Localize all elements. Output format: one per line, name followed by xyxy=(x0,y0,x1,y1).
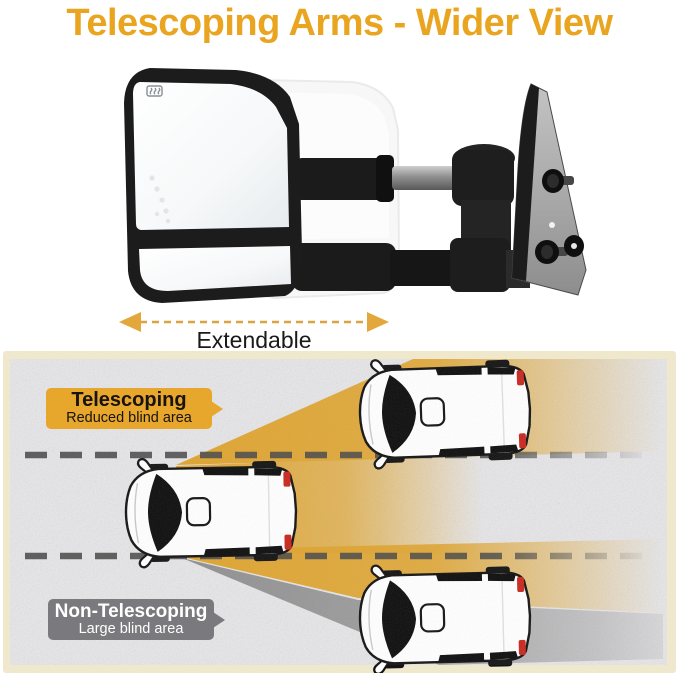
upper-arm-collar xyxy=(376,155,394,202)
non-telescoping-badge-label: Non-Telescoping xyxy=(54,601,208,622)
extendable-label: Extendable xyxy=(196,327,312,353)
upper-arm-rod xyxy=(392,166,468,190)
arrowhead-left xyxy=(119,312,141,332)
tow-mirror-illustration xyxy=(119,68,587,332)
badge-pointer xyxy=(213,612,225,628)
lower-arm-rod xyxy=(390,250,468,286)
telescoping-arms xyxy=(292,144,530,292)
main-mirror-glass xyxy=(133,82,289,230)
adjustment-knobs xyxy=(535,169,584,264)
telescoping-badge-label: Telescoping xyxy=(71,389,187,411)
mirror-head xyxy=(124,68,303,303)
page-title: Telescoping Arms - Wider View xyxy=(66,2,613,44)
heated-mirror-icon xyxy=(146,85,163,97)
lower-arm-sleeve xyxy=(292,243,396,291)
upper-arm-sleeve xyxy=(292,158,392,200)
non-telescoping-badge: Non-Telescoping Large blind area xyxy=(48,599,225,640)
convex-spotter-glass xyxy=(139,246,291,291)
blind-area-diagram: Telescoping Reduced blind area Non-Teles… xyxy=(3,351,676,673)
pivot-block xyxy=(452,150,514,206)
turn-signal-indicator xyxy=(149,175,171,224)
telescoping-badge-sublabel: Reduced blind area xyxy=(66,410,192,426)
arrowhead-right xyxy=(367,312,389,332)
telescoping-badge: Telescoping Reduced blind area xyxy=(46,388,223,429)
badge-pointer xyxy=(211,401,223,417)
lower-arm-end-block xyxy=(450,238,510,292)
non-telescoping-badge-sublabel: Large blind area xyxy=(78,621,184,637)
extendable-range-arrow xyxy=(119,312,389,332)
mounting-bracket-plate xyxy=(511,83,587,296)
